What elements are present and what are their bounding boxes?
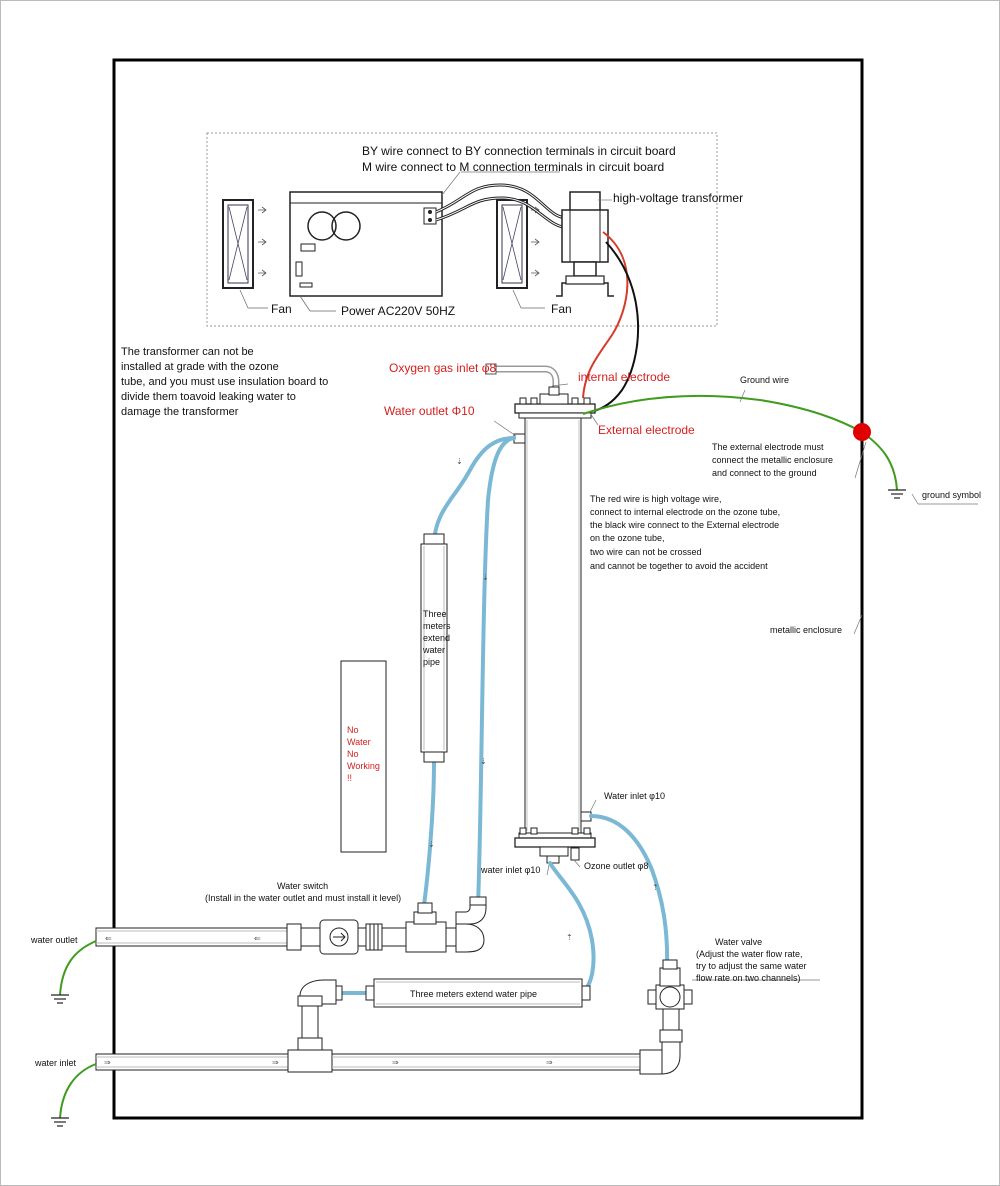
red-wire-note-line: and cannot be together to avoid the acci… [590,561,768,571]
svg-text:⇒: ⇒ [104,1058,111,1067]
power-label: Power AC220V 50HZ [341,304,455,318]
no-water-line: No [347,725,359,735]
transformer-label: high-voltage transformer [613,191,743,205]
warning-line: The transformer can not be [121,346,254,358]
horizontal-extend-pipe [365,978,591,1008]
ozone-outlet-label: Ozone outlet φ8 [584,861,648,871]
extend-pipe-vertical-line: meters [423,621,451,631]
ground-wire-outlet [59,940,97,996]
ground-wire [582,394,863,433]
oxygen-inlet-label: Oxygen gas inlet φ8 [389,361,497,375]
svg-text:⇣: ⇣ [480,757,487,766]
water-valve-line: Water valve [715,937,762,947]
svg-text:⇒: ⇒ [546,1058,553,1067]
svg-text:⇒: ⇒ [272,1058,279,1067]
by-wire-note: BY wire connect to BY connection termina… [362,144,676,158]
extend-pipe-vertical-line: Three [423,609,447,619]
svg-text:⇣: ⇣ [428,840,435,849]
high-voltage-transformer [556,191,614,297]
ground-wire-label: Ground wire [740,375,789,385]
external-electrode-label: External electrode [598,423,695,437]
transformer-warning: The transformer can not be installed at … [121,346,328,418]
leader-lines [441,171,978,981]
vertical-extend-pipe [420,533,448,763]
m-wire-note: M wire connect to M connection terminals… [362,160,664,174]
metallic-enclosure-label: metallic enclosure [770,625,842,635]
red-wire-note-line: on the ozone tube, [590,533,665,543]
water-outlet-label: water outlet [30,935,78,945]
ground-symbol-right [888,489,906,499]
no-water-line: !! [347,773,352,783]
right-fan-label: Fan [551,302,572,316]
red-wire-note-line: connect to internal electrode on the ozo… [590,507,780,517]
svg-text:⇣: ⇣ [482,573,489,582]
svg-text:⇒: ⇒ [392,1058,399,1067]
side-notes: Ground wire The external electrode must … [30,375,981,1068]
outlet-pipeline [95,896,487,955]
internal-electrode-label: internal electrode [578,370,670,384]
ground-symbol-outlet [51,994,69,1004]
extend-pipe-vertical-line: water [422,645,445,655]
power-supply-box [289,191,443,297]
svg-text:⇡: ⇡ [566,933,573,942]
svg-text:⇐: ⇐ [254,934,261,943]
red-high-voltage-wire [582,231,629,399]
metallic-enclosure-frame [112,58,864,1120]
red-wire-note-line: The red wire is high voltage wire, [590,494,722,504]
warning-line: divide them toavoid leaking water to [121,391,296,403]
red-wire-note-line: the black wire connect to the External e… [590,520,779,530]
svg-text:⇣: ⇣ [456,457,463,466]
red-labels: Oxygen gas inlet φ8 internal electrode W… [384,361,695,437]
warning-line: tube, and you must use insulation board … [121,376,328,388]
external-note-line: and connect to the ground [712,468,817,478]
water-inlet-right-label: Water inlet φ10 [604,791,665,801]
water-valve-line: (Adjust the water flow rate, [696,949,803,959]
water-valve-line: try to adjust the same water [696,961,807,971]
extend-pipe-vertical-line: pipe [423,657,440,667]
extend-pipe-vertical-line: extend [423,633,450,643]
black-wire [589,241,639,413]
ground-symbol-inlet [51,1117,69,1127]
left-fan-label: Fan [271,302,292,316]
ground-symbol-label: ground symbol [922,490,981,500]
control-panel-area [206,132,718,327]
ground-connection-dot [853,423,871,441]
no-water-line: Water [347,737,371,747]
external-note-line: The external electrode must [712,442,824,452]
right-fan [496,199,540,289]
blue-water-pipes [338,436,670,995]
no-water-box [340,660,387,853]
header-text: BY wire connect to BY connection termina… [271,144,743,318]
warning-line: installed at grade with the ozone [121,361,279,373]
ground-wire-inlet [59,1063,97,1119]
no-water-line: No [347,749,359,759]
left-fan [222,199,267,289]
red-wire-note-line: two wire can not be crossed [590,547,702,557]
no-water-text: No Water No Working !! [347,725,380,783]
flow-arrows: ⇣ ⇣ ⇣ ⇣ ⇡ ⇡ [428,457,659,942]
water-outlet-top-label: Water outlet Φ10 [384,404,475,418]
svg-text:⇡: ⇡ [652,883,659,892]
no-water-line: Working [347,761,380,771]
water-switch-title: Water switch [277,881,328,891]
water-inlet-label: water inlet [34,1058,77,1068]
ozone-tube [485,363,596,864]
horizontal-extend-pipe-label: Three meters extend water pipe [410,989,537,999]
inlet-pipeline [95,959,693,1075]
water-valve-line: flow rate on two channels) [696,973,801,983]
warning-line: damage the transformer [121,406,239,418]
external-note-line: connect the metallic enclosure [712,455,833,465]
svg-text:⇐: ⇐ [105,934,112,943]
water-switch-note: (Install in the water outlet and must in… [205,893,401,903]
water-inlet-left-label: water inlet φ10 [480,865,540,875]
